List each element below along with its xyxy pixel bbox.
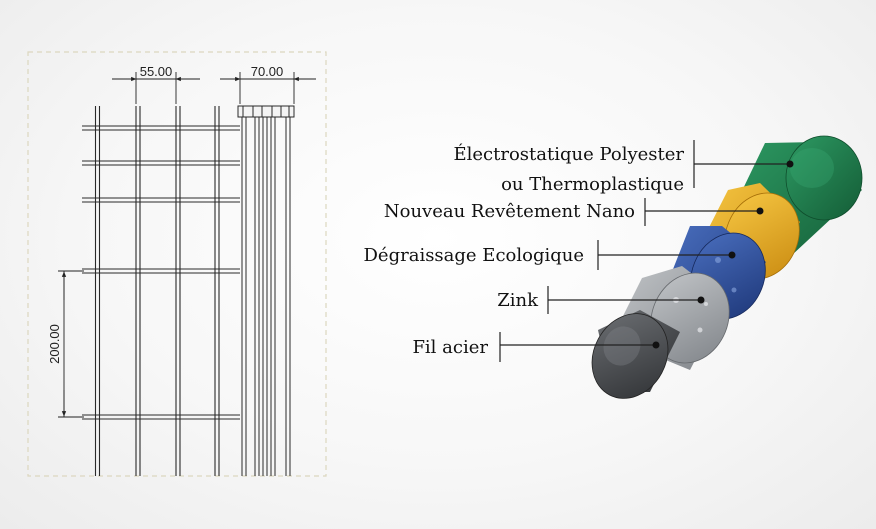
dim-label-70: 70.00 (251, 64, 284, 79)
dimension-vertical-spacing (58, 270, 84, 418)
callout-steel: Fil acier (412, 332, 660, 362)
vertical-wires (94, 106, 220, 476)
dimension-horizontal-spacing (112, 72, 200, 104)
layer-steel-core (591, 310, 680, 399)
label-polyester-line2: ou Thermoplastique (501, 174, 684, 195)
panel-side-view (237, 105, 295, 476)
label-steel: Fil acier (412, 337, 488, 358)
label-zinc: Zink (497, 290, 539, 311)
label-polyester-line1: Électrostatique Polyester (453, 142, 684, 165)
drawing-frame (27, 51, 327, 477)
callout-polyester: Électrostatique Polyester ou Thermoplast… (453, 140, 794, 195)
callout-degreasing: Dégraissage Ecologique (364, 240, 736, 270)
callout-zinc: Zink (497, 286, 705, 314)
horizontal-wires (82, 125, 240, 420)
callout-nano: Nouveau Revêtement Nano (384, 198, 764, 226)
label-nano: Nouveau Revêtement Nano (384, 201, 635, 222)
wire-coating-layers-illustration (591, 135, 863, 399)
dim-label-200: 200.00 (47, 324, 62, 364)
dimension-depth (220, 72, 316, 104)
label-degreasing: Dégraissage Ecologique (364, 245, 585, 266)
panel-front-view (82, 106, 240, 476)
dim-label-55: 55.00 (140, 64, 173, 79)
